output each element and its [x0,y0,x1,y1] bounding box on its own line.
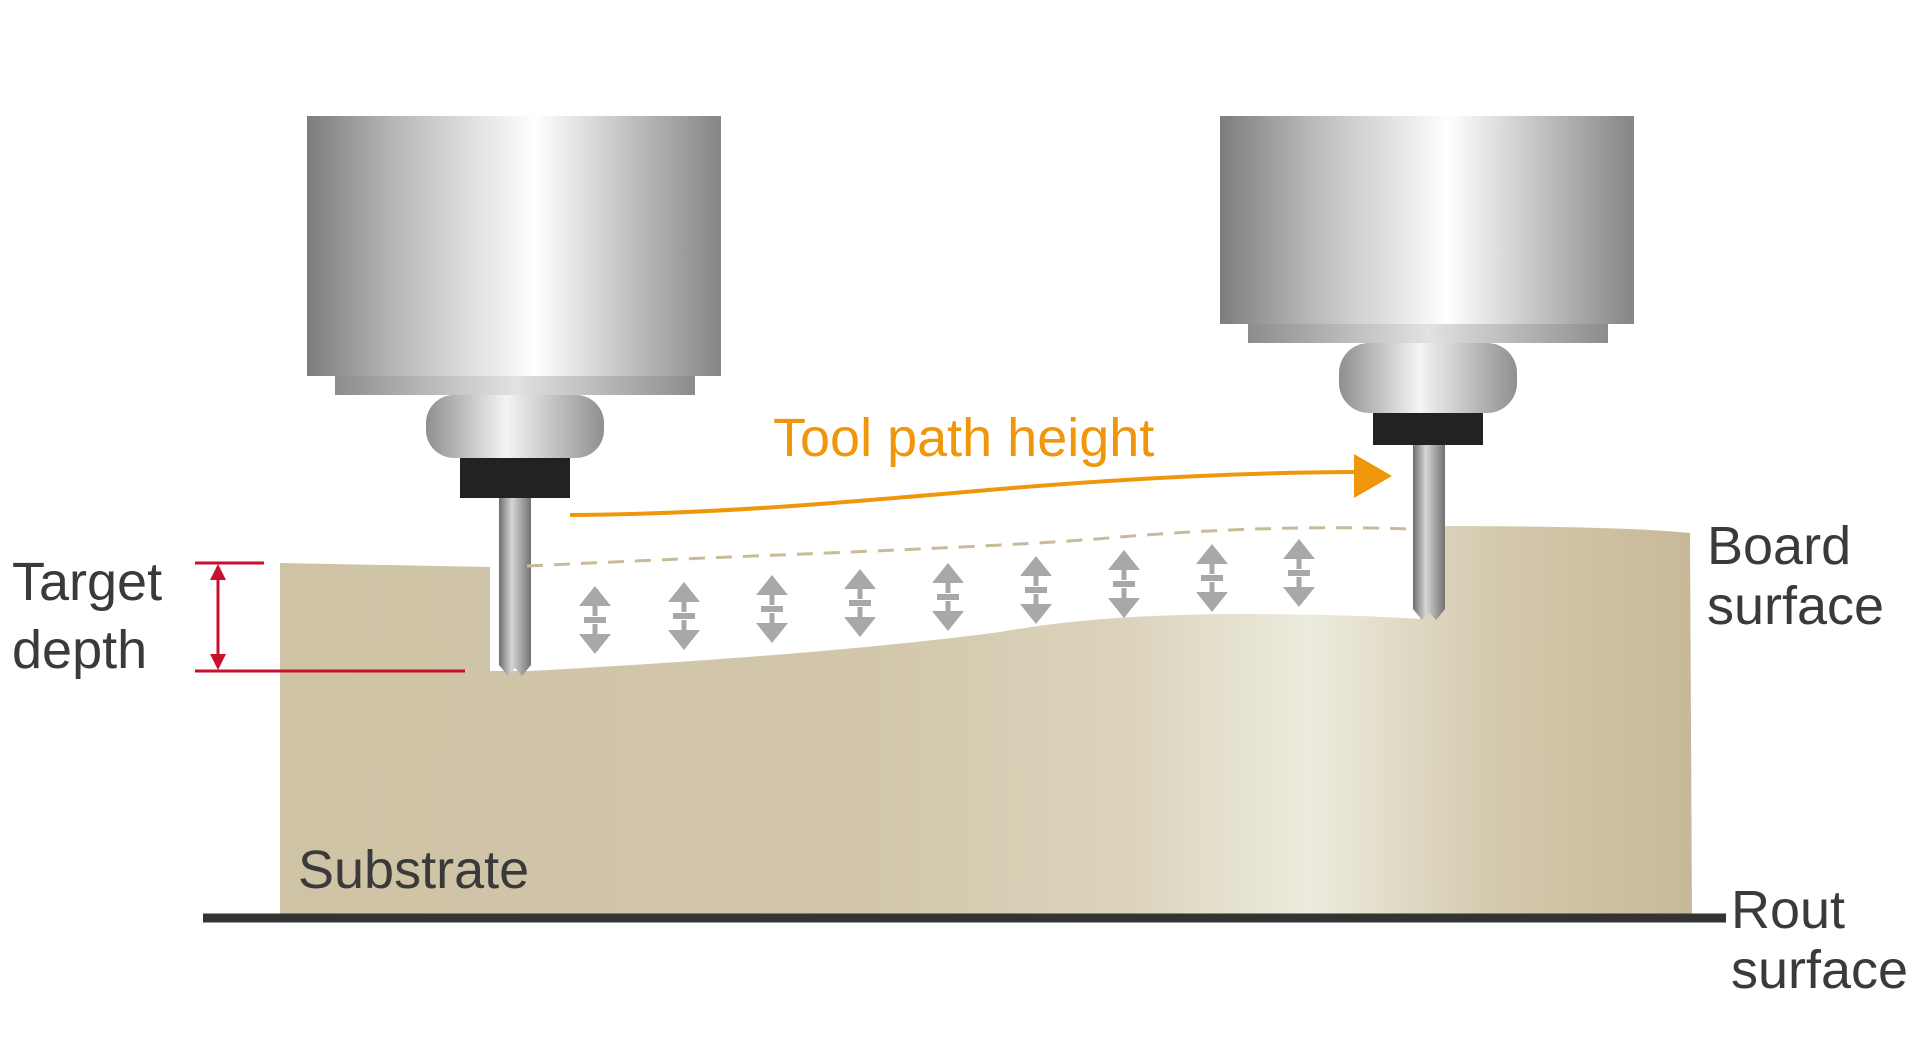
board-substrate [280,526,1692,918]
left-router-bit [499,498,531,676]
target-depth-marker [195,561,465,673]
depth-arrow [668,582,700,650]
depth-arrow [1108,550,1140,618]
depth-arrow [1196,544,1228,612]
depth-arrow [1283,539,1315,607]
board-surface-label-line1: Board [1707,516,1852,576]
right-spindle [1220,116,1634,620]
substrate-label: Substrate [298,840,530,900]
target-depth-label-line2: depth [12,620,148,680]
right-router-bit [1413,445,1445,620]
rout-surface-label-line1: Rout [1731,880,1846,940]
rout-surface-label-line2: surface [1731,940,1909,1000]
tool-path-height-label: Tool path height [773,408,1155,468]
depth-indicator-arrows [579,539,1315,654]
depth-arrow [579,586,611,654]
left-spindle [307,116,721,676]
tool-path-arrow [569,454,1392,517]
target-depth-label-line1: Target [12,552,163,612]
depth-arrow [844,569,876,637]
depth-arrow [932,563,964,631]
depth-arrow [756,575,788,643]
board-surface-dashed-line [526,526,1413,568]
depth-arrow [1020,556,1052,624]
board-surface-label-line2: surface [1707,576,1885,636]
